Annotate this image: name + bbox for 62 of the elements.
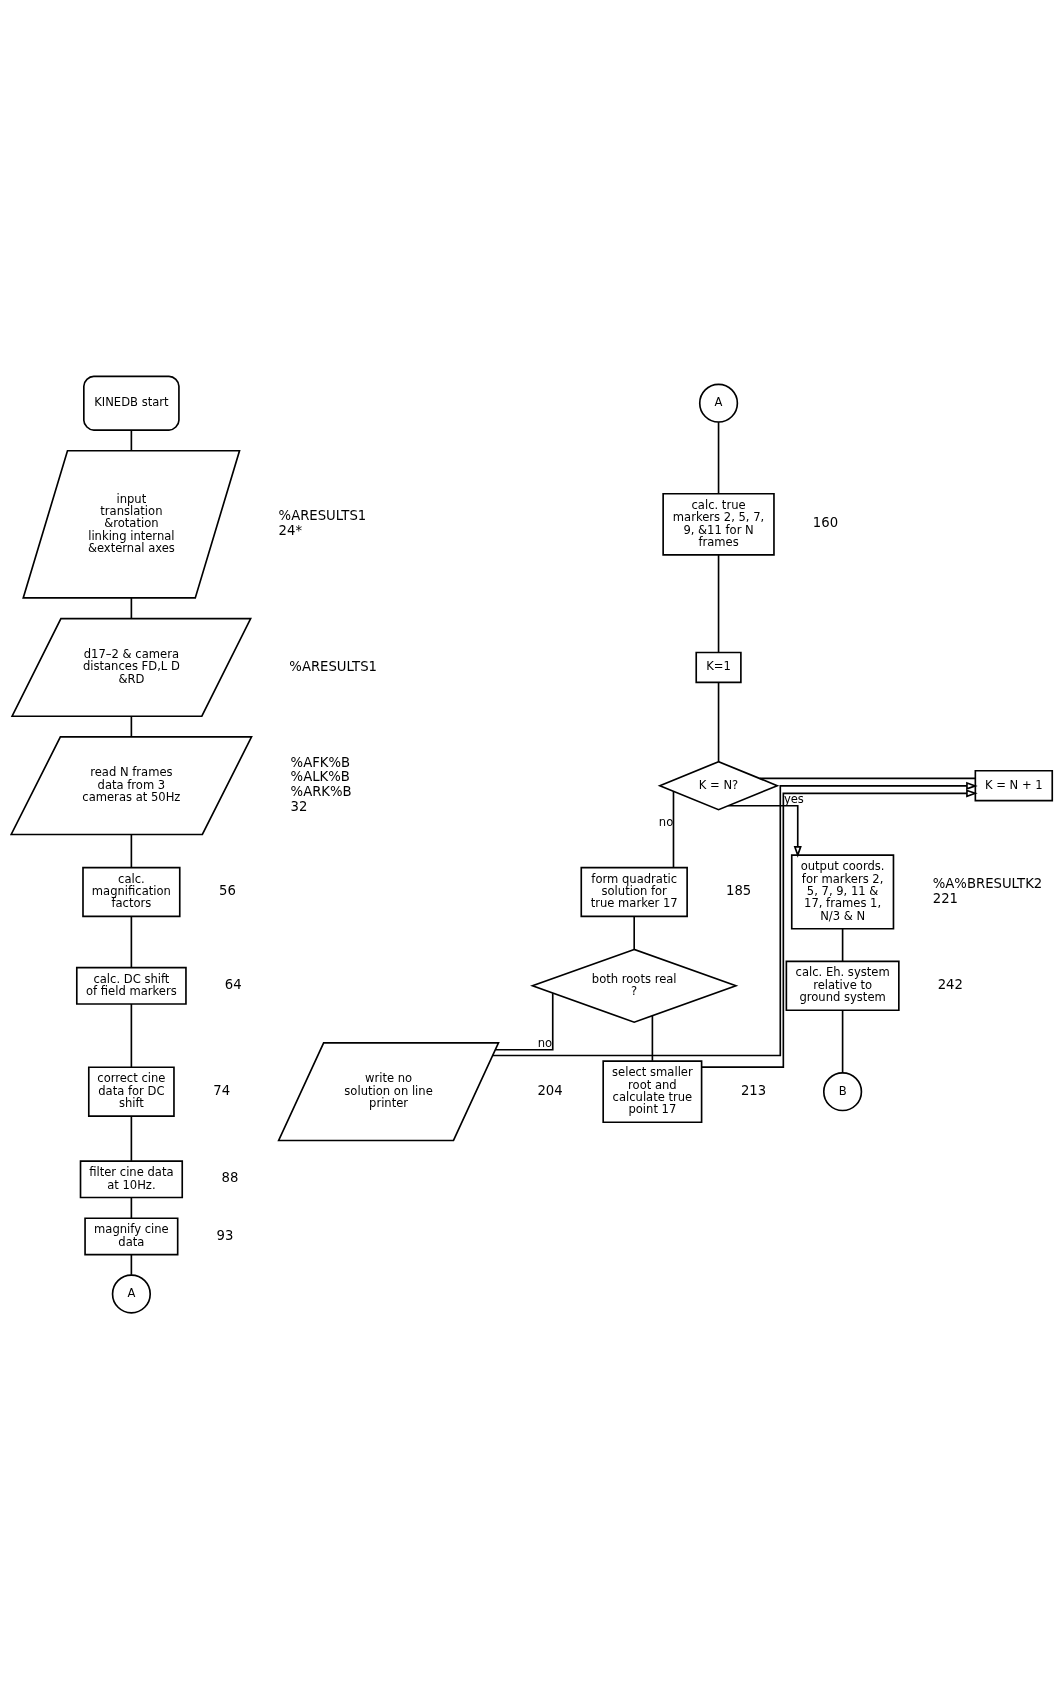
connector [494,992,554,1051]
edge-label: no [658,815,674,830]
arrow [491,781,978,1057]
node-label: 160 [812,515,839,531]
node-box: calc. true markers 2, 5, 7, 9, &11 for N frames [662,492,775,556]
node-diamond: both roots real ? [530,948,739,1024]
node-label: %ALK%B [290,769,350,785]
node-label: 64 [224,976,242,992]
connector [130,715,133,738]
node-circle: B [822,1072,863,1112]
node-box: calc. magnification factors [82,866,181,918]
node-label: 185 [726,883,752,899]
connector [130,1196,133,1219]
connector [130,429,133,452]
node-label: 56 [219,883,236,899]
node-box: KINEDB start [83,375,180,431]
connector [717,421,720,495]
node-label: %A%BRESULTK2 [932,875,1043,891]
node-label: %ARK%B [290,784,352,800]
node-box: calc. Eh. system relative to ground system [785,960,900,1012]
node-label: 74 [213,1082,231,1098]
connector [651,1015,654,1062]
connector [130,833,133,869]
node-label: 221 [932,890,958,906]
node-label: 24* [278,522,303,538]
node-circle: A [698,383,739,423]
node-diamond: K = N? [657,760,780,811]
connector [841,1009,844,1074]
edge-label: yes [783,791,804,806]
connector [717,681,720,763]
node-box: filter cine data at 10Hz. [79,1160,184,1199]
node-label: 88 [221,1170,239,1186]
node-label: 32 [290,799,308,815]
node-box: magnify cine data [84,1217,179,1256]
node-box: calc. DC shift of field markers [75,966,187,1005]
connector [130,597,133,620]
node-label: 93 [216,1227,234,1243]
node-box: form quadratic solution for true marker 17 [580,866,688,918]
connector [130,1003,133,1068]
arrow [701,789,978,1068]
node-label: %AFK%B [290,754,351,770]
node-box: output coords. for markers 2, 5, 7, 9, 11 & 17, frames 1, N/3 & N [790,854,895,930]
node-circle: A [111,1274,152,1314]
connector [717,554,720,653]
connector [633,915,636,950]
node-label: %ARESULTS1 [278,508,367,524]
connector [130,1253,133,1276]
connector [672,790,675,869]
connector [130,915,133,969]
node-label: 204 [537,1082,563,1098]
node-box: K=1 [695,651,742,684]
node-box: select smaller root and calculate true point 17 [602,1060,703,1124]
node-label: 213 [740,1082,767,1098]
arrow [727,804,802,858]
node-label: %ARESULTS1 [289,658,377,674]
connector [758,777,976,780]
node-box: correct cine data for DC shift [87,1066,175,1117]
edge-label: no [537,1035,553,1050]
connector [841,927,844,963]
node-box: K = N + 1 [974,769,1054,802]
node-label: 242 [937,976,963,992]
connector [130,1115,133,1162]
